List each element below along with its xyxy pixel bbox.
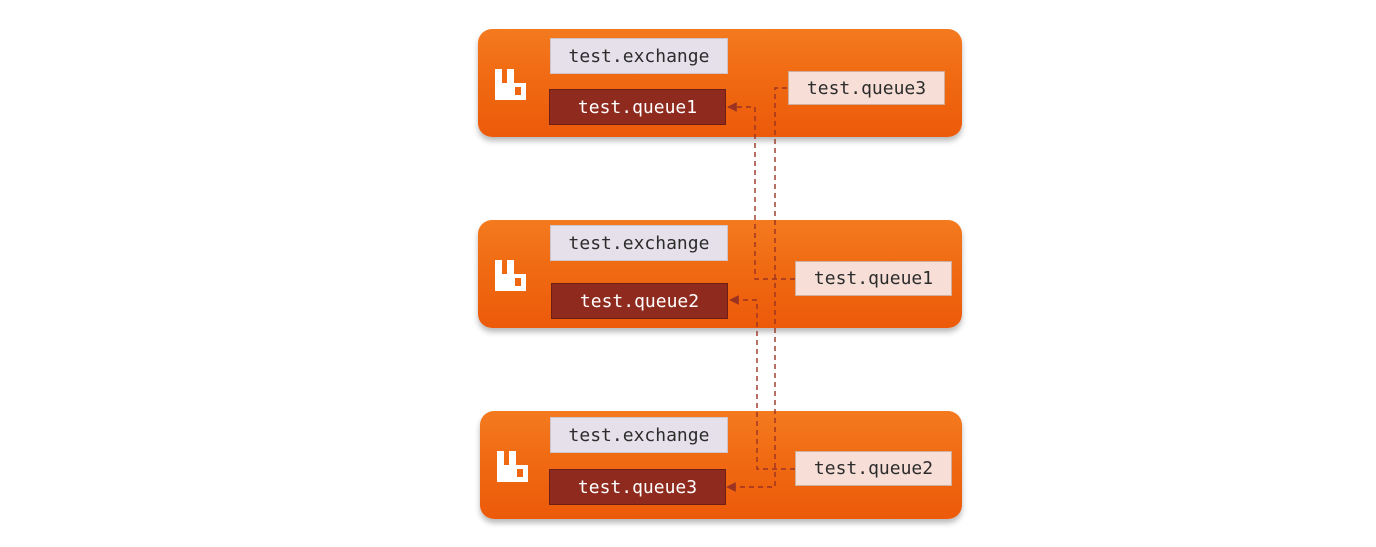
- exchange-label: test.exchange: [550, 225, 728, 261]
- queue-label: test.queue1: [549, 89, 726, 125]
- mirror-queue-label: test.queue1: [795, 261, 952, 296]
- node-2: test.exchange test.queue2 test.queue1: [478, 220, 962, 328]
- exchange-label: test.exchange: [550, 417, 728, 453]
- node-3: test.exchange test.queue3 test.queue2: [480, 411, 962, 519]
- queue-label: test.queue3: [549, 469, 726, 505]
- mirror-queue-label: test.queue2: [795, 451, 952, 486]
- exchange-label: test.exchange: [550, 38, 728, 74]
- rabbitmq-logo-icon: [495, 69, 526, 100]
- rabbitmq-logo-icon: [497, 451, 528, 482]
- queue-label: test.queue2: [551, 283, 728, 319]
- mirror-queue-label: test.queue3: [788, 71, 945, 105]
- node-1: test.exchange test.queue1 test.queue3: [478, 29, 962, 137]
- rabbitmq-logo-icon: [495, 260, 526, 291]
